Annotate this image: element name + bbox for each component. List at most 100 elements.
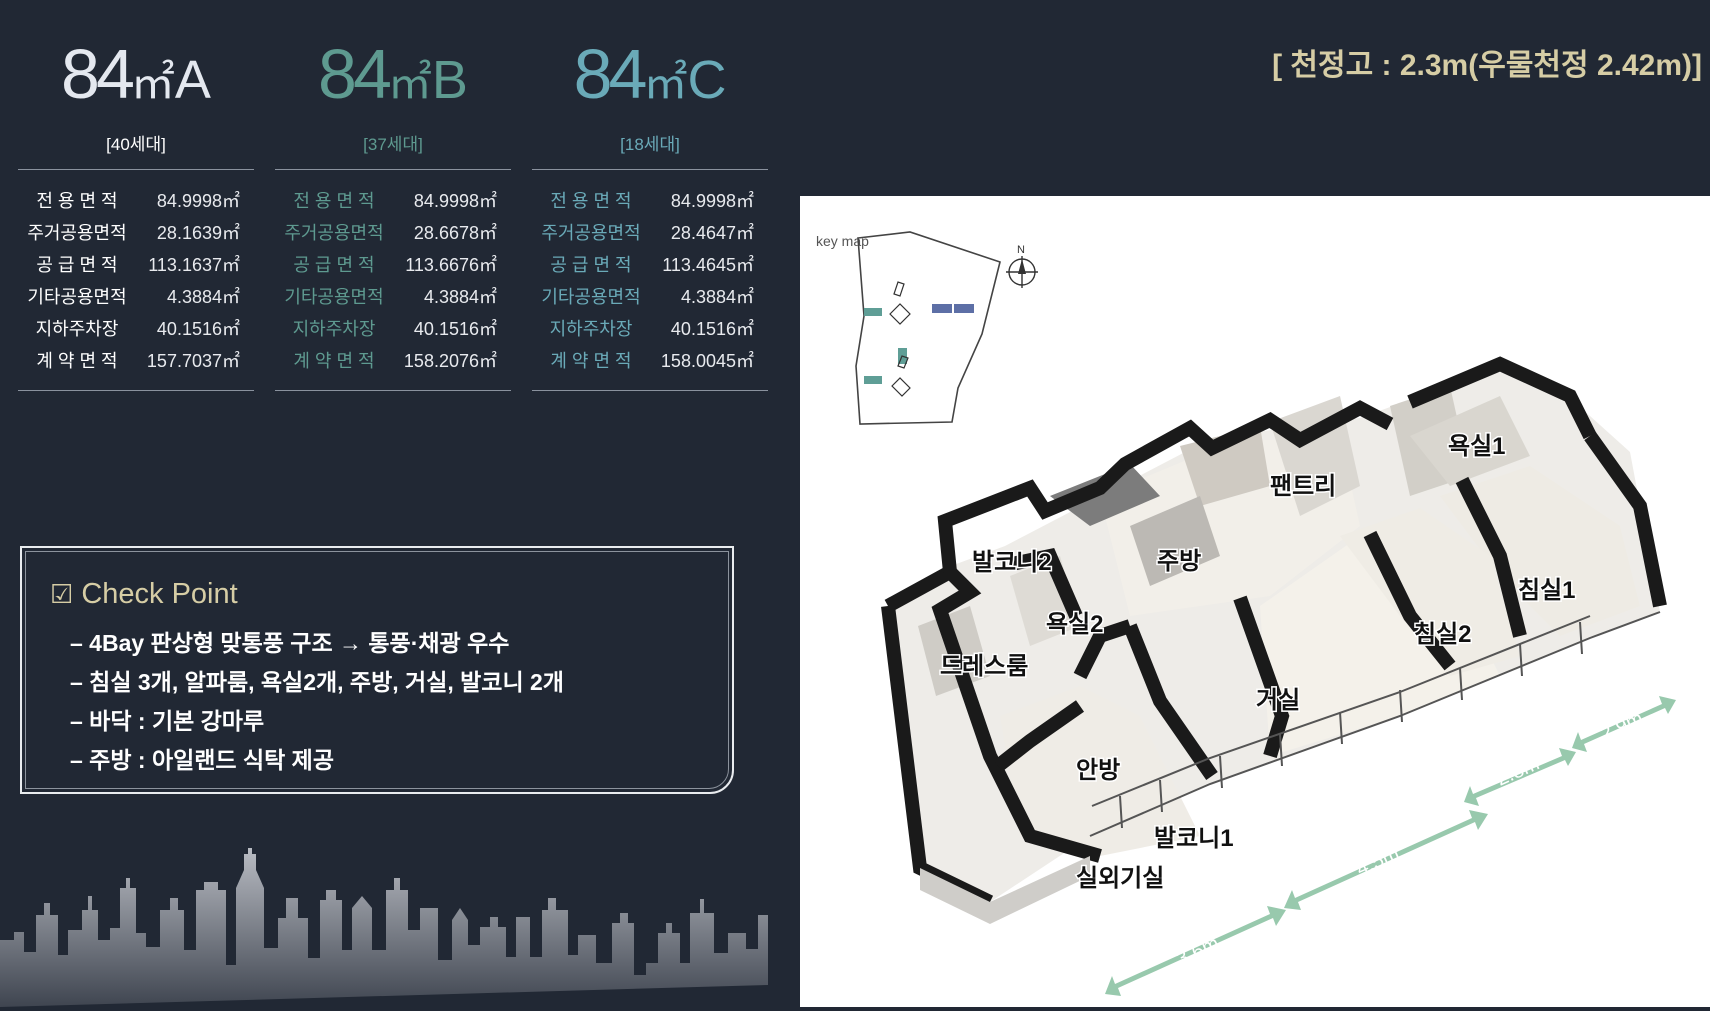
- type-a-title: 84㎡A: [18, 30, 254, 128]
- spec-row: 기타공용면적 4.3884㎡: [18, 280, 254, 312]
- spec-label: 지하주차장: [35, 319, 119, 339]
- spec-value: 40.1516㎡: [670, 319, 754, 339]
- spec-value: 157.7037㎡: [146, 351, 240, 371]
- spec-row: 기타공용면적 4.3884㎡: [275, 280, 511, 312]
- type-b-title: 84㎡B: [275, 30, 511, 128]
- type-b-households: [37세대]: [363, 135, 423, 154]
- room-outdoor-unit-label: 실외기실: [1076, 865, 1164, 892]
- room-pantry-label: 팬트리: [1270, 473, 1336, 500]
- room-bath2-label: 욕실2: [1046, 611, 1104, 638]
- dimension-label-4-5m: 4.5m: [1353, 842, 1403, 880]
- spec-value: 40.1516㎡: [413, 319, 497, 339]
- dimension-label-2-8m: 2.8m: [1493, 752, 1543, 790]
- ceiling-height-note: [ 천정고 : 2.3m(우물천정 2.42m)]: [1272, 49, 1702, 82]
- spec-row: 지하주차장 40.1516㎡: [532, 312, 768, 344]
- type-b-unit: ㎡: [387, 59, 432, 108]
- type-a-unit: ㎡: [130, 59, 175, 108]
- city-skyline-graphic: [0, 848, 768, 1007]
- type-b-letter: B: [431, 50, 468, 110]
- spec-row: 계 약 면 적 158.0045㎡: [532, 344, 768, 376]
- spec-value: 84.9998㎡: [413, 191, 497, 211]
- spec-label: 지하주차장: [292, 319, 376, 339]
- spec-row: 기타공용면적 4.3884㎡: [532, 280, 768, 312]
- spec-label: 기타공용면적: [284, 287, 384, 307]
- spec-label: 계 약 면 적: [293, 351, 375, 371]
- room-bed1-label: 침실1: [1518, 577, 1576, 604]
- north-label: N: [1017, 244, 1025, 256]
- dimension-arrow-2-8m: [1464, 748, 1576, 806]
- type-a-households: [40세대]: [106, 135, 166, 154]
- key-map-outline: [855, 231, 1001, 425]
- spec-value: 28.4647㎡: [670, 223, 754, 243]
- check-point-item: – 바닥 : 기본 강마루: [70, 708, 265, 734]
- spec-value: 40.1516㎡: [156, 319, 240, 339]
- type-a-top-divider: [18, 169, 254, 170]
- room-dressroom-label: 드레스룸: [940, 653, 1028, 680]
- check-point-box: ☑Check Point – 4Bay 판상형 맞통풍 구조 → 통풍·채광 우…: [20, 546, 734, 794]
- dimension-label-2-9m: 2.9m: [1597, 707, 1647, 745]
- room-balcony2-label: 발코니2: [972, 549, 1052, 576]
- spec-value: 4.3884㎡: [680, 287, 754, 307]
- room-master-label: 안방: [1076, 757, 1120, 784]
- spec-label: 계 약 면 적: [36, 351, 118, 371]
- check-point-title: ☑Check Point: [50, 578, 238, 611]
- type-b-top-divider: [275, 169, 511, 170]
- check-point-item: – 침실 3개, 알파룸, 욕실2개, 주방, 거실, 발코니 2개: [70, 669, 564, 695]
- type-a-bottom-divider: [18, 390, 254, 391]
- room-bed2-label: 침실2: [1414, 621, 1472, 648]
- spec-value: 113.4645㎡: [662, 255, 754, 275]
- floor-plan-illustration: key map N: [816, 231, 1676, 996]
- dimension-arrow-4-5m: [1284, 810, 1488, 910]
- spec-row: 전 용 면 적 84.9998㎡: [275, 184, 511, 216]
- type-b-number: 84: [318, 35, 392, 113]
- spec-label: 기타공용면적: [27, 287, 127, 307]
- room-bath1-label: 욕실1: [1448, 433, 1506, 460]
- type-c-top-divider: [532, 169, 768, 170]
- dimension-label-3-6m: 3.6m: [1173, 932, 1223, 970]
- spec-label: 기타공용면적: [541, 287, 641, 307]
- type-c-number: 84: [573, 35, 648, 113]
- spec-value: 84.9998㎡: [156, 191, 240, 211]
- type-a-letter: A: [174, 50, 211, 110]
- spec-value: 158.0045㎡: [660, 351, 754, 371]
- spec-value: 28.1639㎡: [156, 223, 240, 243]
- room-living-label: 거실: [1256, 687, 1300, 714]
- room-kitchen-label: 주방: [1157, 548, 1201, 575]
- spec-label: 지하주차장: [549, 319, 633, 339]
- spec-label: 계 약 면 적: [550, 351, 632, 371]
- spec-label: 공 급 면 적: [550, 255, 632, 275]
- check-point-label: Check Point: [81, 578, 238, 610]
- floor-plan-panel: key map N: [800, 196, 1710, 1007]
- spec-label: 전 용 면 적: [293, 191, 375, 211]
- spec-label: 전 용 면 적: [36, 191, 118, 211]
- dimension-arrow-3-6m: [1105, 906, 1286, 996]
- type-c-households: [18세대]: [620, 135, 680, 154]
- type-a-number: 84: [61, 35, 135, 113]
- check-point-item: – 4Bay 판상형 맞통풍 구조 → 통풍·채광 우수: [70, 630, 510, 656]
- floor-plan-3d: [881, 356, 1667, 924]
- spec-row: 공 급 면 적 113.4645㎡: [532, 248, 768, 280]
- spec-value: 4.3884㎡: [166, 287, 240, 307]
- north-compass-icon: N: [1006, 244, 1038, 288]
- spec-value: 4.3884㎡: [423, 287, 497, 307]
- spec-label: 주거공용면적: [284, 223, 384, 243]
- type-c-title: 84㎡C: [532, 30, 768, 128]
- room-balcony1-label: 발코니1: [1154, 825, 1234, 852]
- spec-row: 지하주차장 40.1516㎡: [275, 312, 511, 344]
- spec-row: 계 약 면 적 157.7037㎡: [18, 344, 254, 376]
- type-c-unit: ㎡: [643, 59, 688, 108]
- spec-row: 지하주차장 40.1516㎡: [18, 312, 254, 344]
